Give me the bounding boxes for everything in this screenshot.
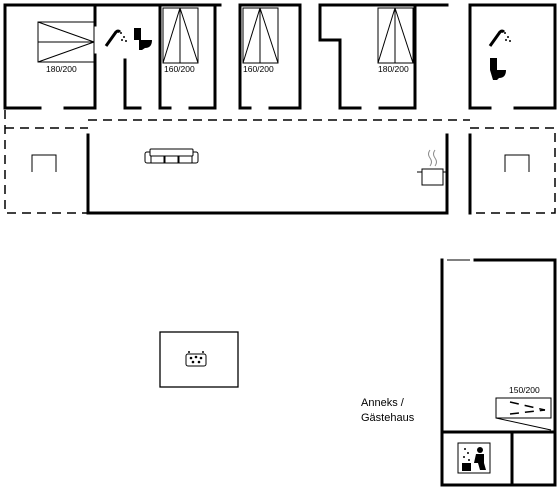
main-house-walls bbox=[3, 3, 557, 215]
bed-3: 160/200 bbox=[242, 7, 279, 74]
whirlpool-icon bbox=[185, 351, 207, 367]
annex-label-line2: Gästehaus bbox=[361, 412, 415, 424]
bed-5-label: 150/200 bbox=[509, 385, 540, 395]
annex-walls bbox=[440, 258, 557, 487]
shower-icon bbox=[104, 29, 127, 47]
bed-5: 150/200 bbox=[495, 385, 552, 431]
toilet-icon bbox=[490, 58, 506, 80]
fireplace-icon bbox=[504, 154, 530, 172]
bed-1-label: 180/200 bbox=[46, 64, 77, 74]
bed-1: 180/200 bbox=[37, 21, 95, 74]
bed-2: 160/200 bbox=[162, 7, 199, 74]
terrace-dashed-lines bbox=[4, 110, 556, 214]
fireplace-icon bbox=[31, 154, 57, 172]
cooking-pot-icon bbox=[417, 149, 448, 186]
toilet-icon bbox=[134, 28, 152, 50]
bed-2-label: 160/200 bbox=[164, 64, 195, 74]
shower-icon bbox=[488, 29, 511, 47]
bed-4: 180/200 bbox=[377, 7, 414, 74]
bed-4-label: 180/200 bbox=[378, 64, 409, 74]
sofa-icon bbox=[144, 148, 199, 164]
bed-3-label: 160/200 bbox=[243, 64, 274, 74]
sauna-icon bbox=[457, 442, 491, 474]
annex-label-line1: Anneks / bbox=[361, 397, 405, 409]
